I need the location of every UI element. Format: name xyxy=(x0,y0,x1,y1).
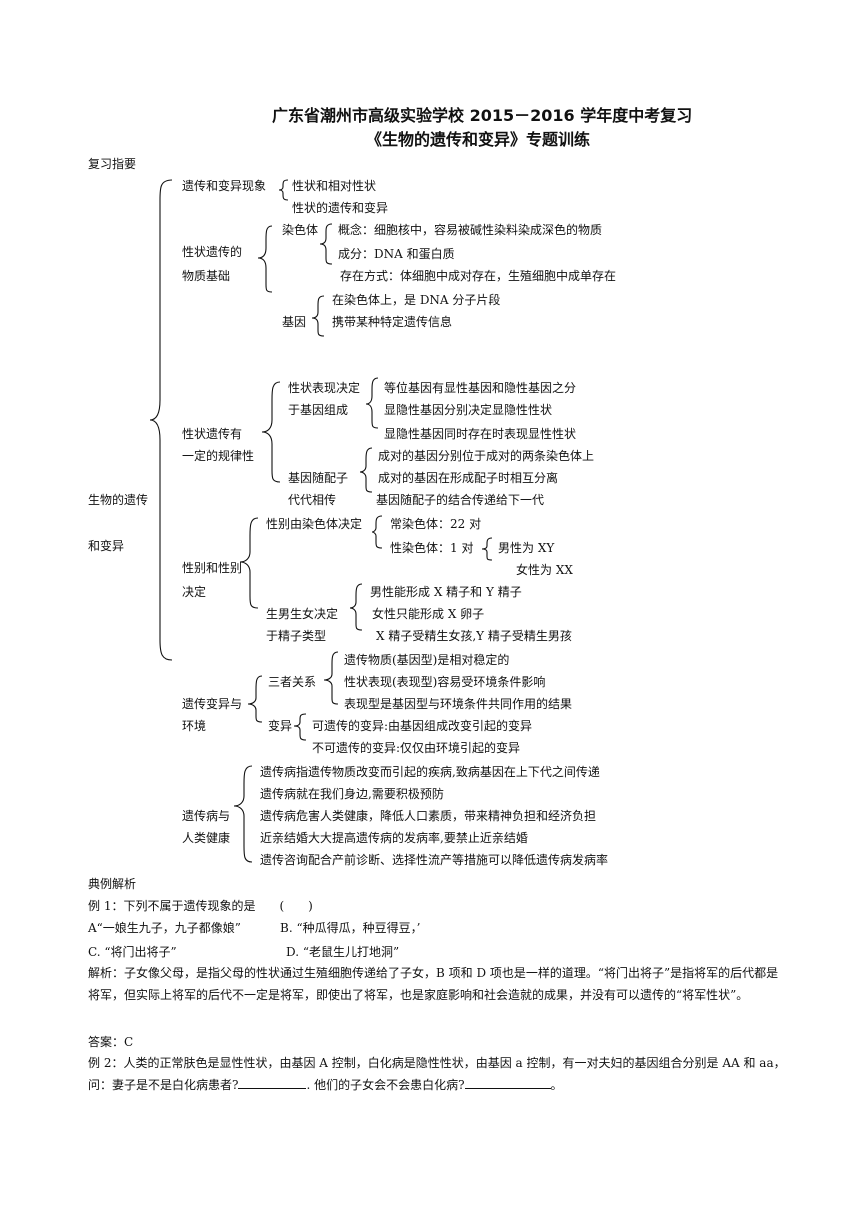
node-gene-item: 携带某种特定遗传信息 xyxy=(332,315,453,329)
node-material-basis-line1: 性状遗传的 xyxy=(182,245,243,259)
node-environment-line1: 遗传变异与 xyxy=(182,697,243,711)
brace-gene xyxy=(311,295,325,337)
brace-d-sex xyxy=(481,537,493,561)
node-chromosome: 染色体 xyxy=(282,223,319,237)
node-three-relations-item: 性状表现(表现型)容易受环境条件影响 xyxy=(344,675,546,689)
node-variation-item: 可遗传的变异:由基因组成改变引起的变异 xyxy=(312,719,533,733)
node-three-relations-item: 遗传物质(基因型)是相对稳定的 xyxy=(344,653,510,667)
brace-d xyxy=(239,517,259,609)
example1-answer: 答案：C xyxy=(88,1035,134,1049)
example2-question: 例 2：人类的正常肤色是显性性状，由基因 A 控制，白化病是隐性性状，由基因 a… xyxy=(88,1052,788,1096)
node-trait-gene-item: 显隐性基因同时存在时表现显性性状 xyxy=(384,427,577,441)
example1-option-c: C. “将门出将子” xyxy=(88,945,177,959)
node-genetic-disease-item: 遗传病就在我们身边,需要积极预防 xyxy=(260,787,444,801)
node-autosome: 常染色体：22 对 xyxy=(390,517,482,531)
node-sperm-type-item: X 精子受精生女孩,Y 精子受精生男孩 xyxy=(376,629,572,643)
brace-f xyxy=(233,765,253,863)
tree-root-line2: 和变异 xyxy=(88,539,125,553)
brace-e-var xyxy=(293,713,307,741)
node-gene: 基因 xyxy=(282,315,307,329)
node-trait-gene-line2: 于基因组成 xyxy=(288,403,349,417)
section-examples-heading: 典例解析 xyxy=(88,877,137,891)
node-environment-line2: 环境 xyxy=(182,719,207,733)
node-gene-gamete-line1: 基因随配子 xyxy=(288,471,349,485)
example2-text-part1: 例 2：人类的正常肤色是显性性状，由基因 A 控制，白化病是隐性性状，由基因 a… xyxy=(88,1056,786,1092)
example1-question: 例 1：下列不属于遗传现象的是 ( ) xyxy=(88,899,313,913)
node-gene-item: 在染色体上，是 DNA 分子片段 xyxy=(332,293,501,307)
node-genetic-disease-line2: 人类健康 xyxy=(182,831,231,845)
brace-e-three xyxy=(323,651,339,705)
node-three-relations-item: 表现型是基因型与环境条件共同作用的结果 xyxy=(344,697,573,711)
node-genetic-disease-item: 遗传咨询配合产前诊断、选择性流产等措施可以降低遗传病发病率 xyxy=(260,853,609,867)
node-variation: 变异 xyxy=(268,719,293,733)
node-heredity-variation-phenomena: 遗传和变异现象 xyxy=(182,179,267,193)
node-sex-by-chromosome: 性别由染色体决定 xyxy=(266,517,363,531)
node-variation-item: 不可遗传的变异:仅仅由环境引起的变异 xyxy=(312,741,521,755)
node-trait-gene-item: 显隐性基因分别决定显隐性性状 xyxy=(384,403,553,417)
node-gene-gamete-item: 基因随配子的结合传递给下一代 xyxy=(376,493,545,507)
example2-text-part2: . 他们的子女会不会患白化病? xyxy=(306,1078,465,1092)
node-sperm-type-item: 女性只能形成 X 卵子 xyxy=(372,607,485,621)
brace-c-sub1 xyxy=(365,377,379,429)
node-genetic-disease-item: 遗传病危害人类健康，降低人口素质，带来精神负担和经济负担 xyxy=(260,809,597,823)
example2-text-part3: 。 xyxy=(550,1078,563,1092)
node-sex-determination-line2: 决定 xyxy=(182,585,207,599)
node-sperm-type-line2: 于精子类型 xyxy=(266,629,327,643)
node-male-xy: 男性为 XY xyxy=(498,541,555,555)
brace-e xyxy=(247,675,263,723)
brace-b xyxy=(257,225,273,293)
node-material-basis-line2: 物质基础 xyxy=(182,269,231,283)
example2-answer-blank-2[interactable] xyxy=(464,1076,551,1089)
node-a-item: 性状和相对性状 xyxy=(292,179,377,193)
doc-title-line1: 广东省潮州市高级实验学校 2015－2016 学年度中考复习 xyxy=(272,106,693,125)
node-gene-gamete-item: 成对的基因分别位于成对的两条染色体上 xyxy=(378,449,595,463)
brace-c xyxy=(261,381,281,483)
node-gene-gamete-line2: 代代相传 xyxy=(288,493,337,507)
brace-root xyxy=(149,179,173,661)
node-female-xx: 女性为 XX xyxy=(516,563,573,577)
node-inheritance-law-line1: 性状遗传有 xyxy=(182,427,243,441)
node-genetic-disease-line1: 遗传病与 xyxy=(182,809,231,823)
tree-root-line1: 生物的遗传 xyxy=(88,493,149,507)
example1-option-d: D. “老鼠生儿打地洞” xyxy=(286,945,400,959)
node-chromosome-item: 存在方式：体细胞中成对存在，生殖细胞中成单存在 xyxy=(340,269,617,283)
doc-title-line2: 《生物的遗传和变异》专题训练 xyxy=(366,130,591,149)
node-three-relations: 三者关系 xyxy=(268,675,317,689)
node-sex-chromosome: 性染色体：1 对 xyxy=(390,541,474,555)
node-gene-gamete-item: 成对的基因在形成配子时相互分离 xyxy=(378,471,559,485)
node-chromosome-item: 成分：DNA 和蛋白质 xyxy=(338,247,455,261)
brace-d-sub1 xyxy=(371,515,383,549)
example1-analysis: 解析：子女像父母，是指父母的性状通过生殖细胞传递给了子女，B 项和 D 项也是一… xyxy=(88,966,779,1002)
node-a-item: 性状的遗传和变异 xyxy=(292,201,389,215)
node-genetic-disease-item: 近亲结婚大大提高遗传病的发病率,要禁止近亲结婚 xyxy=(260,831,528,845)
node-genetic-disease-item: 遗传病指遗传物质改变而引起的疾病,致病基因在上下代之间传递 xyxy=(260,765,600,779)
example1-option-a: A“一娘生九子，九子都像娘” xyxy=(88,921,241,935)
node-sperm-type-item: 男性能形成 X 精子和 Y 精子 xyxy=(370,585,522,599)
node-inheritance-law-line2: 一定的规律性 xyxy=(182,449,255,463)
node-trait-gene-line1: 性状表现决定 xyxy=(288,381,361,395)
node-trait-gene-item: 等位基因有显性基因和隐性基因之分 xyxy=(384,381,577,395)
node-sex-determination-line1: 性别和性别 xyxy=(182,561,243,575)
brace-d-sub2 xyxy=(349,583,363,631)
section-review-heading: 复习指要 xyxy=(88,157,137,171)
node-chromosome-item: 概念：细胞核中，容易被碱性染料染成深色的物质 xyxy=(338,223,603,237)
brace-c-sub2 xyxy=(359,447,373,493)
example2-answer-blank-1[interactable] xyxy=(238,1076,307,1089)
brace-chromosome xyxy=(319,223,333,265)
brace-a xyxy=(278,179,289,201)
example1-option-b: B. “种瓜得瓜，种豆得豆，’ xyxy=(280,921,421,935)
node-sperm-type-line1: 生男生女决定 xyxy=(266,607,339,621)
